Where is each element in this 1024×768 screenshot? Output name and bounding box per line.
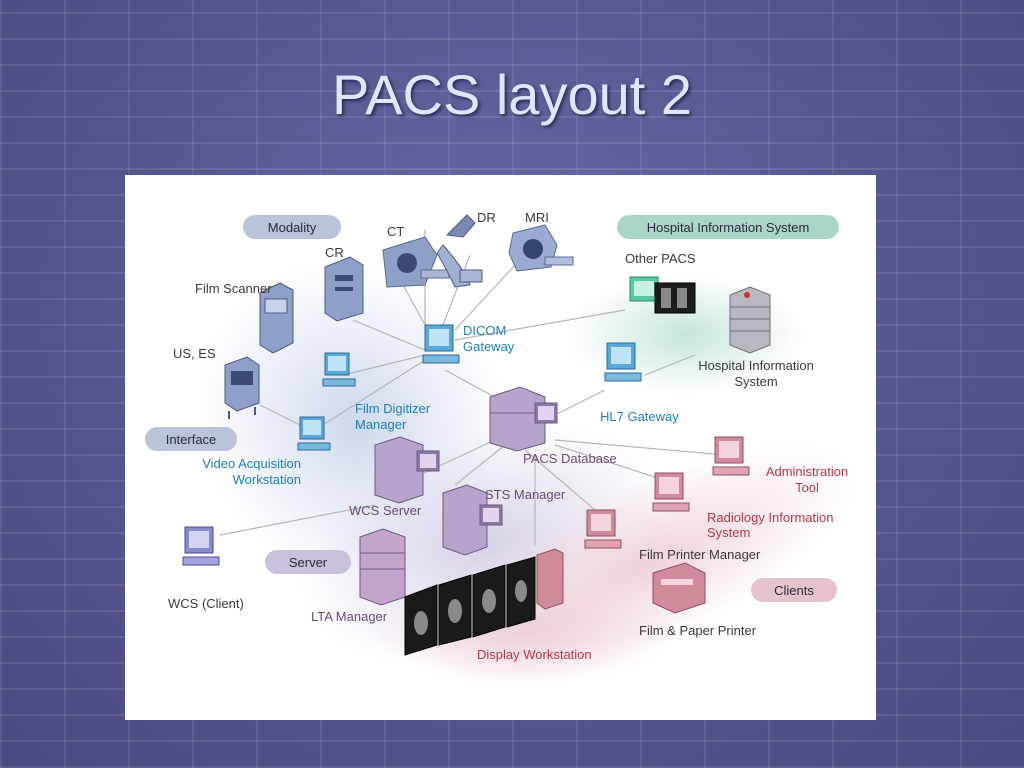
ris-label-1: Radiology Information — [707, 510, 833, 525]
modality-label: Modality — [268, 220, 317, 235]
admin-tool-label-1: Administration — [766, 464, 848, 479]
dr-machine-icon — [436, 214, 483, 288]
cr-label: CR — [325, 245, 344, 260]
dicom-gateway-label-1: DICOM — [463, 323, 506, 338]
admin-tool-computer-icon — [712, 436, 750, 476]
display-workstation-label: Display Workstation — [477, 647, 592, 662]
film-paper-printer-label: Film & Paper Printer — [639, 623, 757, 638]
film-paper-printer-icon — [652, 562, 706, 614]
sts-manager-label: STS Manager — [485, 487, 566, 502]
server-label: Server — [289, 555, 328, 570]
wcs-server-icon — [374, 436, 440, 504]
his-node-label-2: System — [734, 374, 777, 389]
ris-label-2: System — [707, 525, 750, 540]
film-printer-manager-label: Film Printer Manager — [639, 547, 761, 562]
other-pacs-label: Other PACS — [625, 251, 696, 266]
sts-manager-server-icon — [442, 484, 503, 556]
his-node-label-1: Hospital Information — [698, 358, 814, 373]
film-digitizer-label-1: Film Digitizer — [355, 401, 431, 416]
dr-label: DR — [477, 210, 496, 225]
dicom-gateway-label-2: Gateway — [463, 339, 515, 354]
film-digitizer-computer-icon — [322, 352, 356, 387]
display-workstation-icon — [404, 548, 564, 656]
his-pill: Hospital Information System — [617, 215, 839, 239]
interface-label: Interface — [166, 432, 217, 447]
hl7-gateway-label: HL7 Gateway — [600, 409, 679, 424]
admin-tool-label-2: Tool — [795, 480, 819, 495]
clients-pill: Clients — [751, 578, 837, 602]
lta-manager-label: LTA Manager — [311, 609, 388, 624]
ct-scanner-icon — [382, 236, 450, 288]
modality-pill: Modality — [243, 215, 341, 239]
pacs-database-label: PACS Database — [523, 451, 617, 466]
lta-manager-server-icon — [359, 528, 406, 606]
us-es-label: US, ES — [173, 346, 216, 361]
video-acquisition-computer-icon — [297, 416, 331, 451]
wcs-client-computer-icon — [182, 526, 220, 566]
film-printer-manager-computer-icon — [584, 509, 622, 549]
pacs-diagram: Modality Hospital Information System Int… — [125, 175, 876, 720]
wcs-client-label: WCS (Client) — [168, 596, 244, 611]
us-es-cart-icon — [224, 356, 260, 419]
mri-label: MRI — [525, 210, 549, 225]
wcs-server-label: WCS Server — [349, 503, 422, 518]
slide-title: PACS layout 2 — [331, 63, 693, 126]
his-server-icon — [729, 286, 771, 354]
interface-pill: Interface — [145, 427, 237, 451]
film-digitizer-label-2: Manager — [355, 417, 407, 432]
server-pill: Server — [265, 550, 351, 574]
film-scanner-label: Film Scanner — [195, 281, 272, 296]
cr-reader-icon — [324, 256, 364, 322]
ct-label: CT — [387, 224, 404, 239]
video-acq-label-2: Workstation — [233, 472, 301, 487]
ris-computer-icon — [652, 472, 690, 512]
hl7-gateway-computer-icon — [604, 342, 642, 382]
pacs-database-server-icon — [489, 386, 558, 452]
film-scanner-icon — [259, 282, 294, 354]
other-pacs-computer-icon — [629, 276, 696, 314]
clients-label: Clients — [774, 583, 814, 598]
dicom-gateway-computer-icon — [422, 324, 460, 364]
pacs-diagram-canvas: Modality Hospital Information System Int… — [145, 210, 857, 687]
mri-scanner-icon — [508, 224, 574, 272]
video-acq-label-1: Video Acquisition — [202, 456, 301, 471]
his-label: Hospital Information System — [647, 220, 810, 235]
